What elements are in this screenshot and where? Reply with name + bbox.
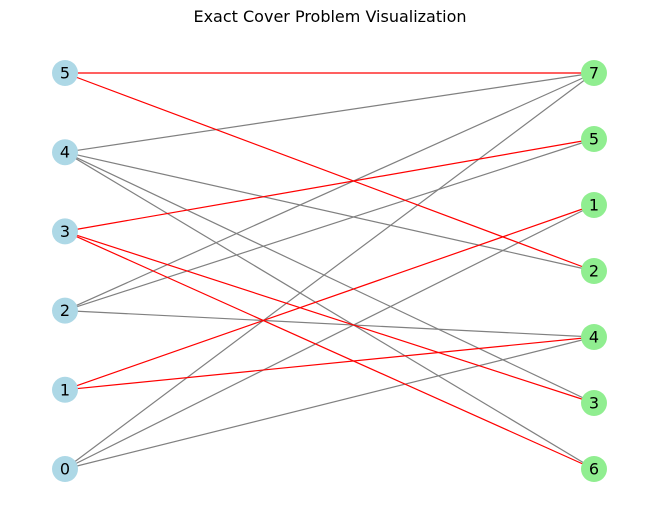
edge-0-to-4 bbox=[64, 336, 595, 470]
left-node-circle bbox=[52, 139, 78, 166]
edge-4-to-2 bbox=[64, 151, 595, 272]
edge-3-to-6-highlighted bbox=[64, 230, 595, 470]
edge-4-to-3 bbox=[64, 151, 595, 404]
edge-1-to-1-highlighted bbox=[64, 204, 595, 391]
edge-4-to-6 bbox=[64, 151, 595, 470]
edges-layer bbox=[64, 72, 595, 470]
edge-5-to-2-highlighted bbox=[64, 72, 595, 272]
right-node-7: 7 bbox=[581, 60, 607, 86]
left-node-label: 3 bbox=[60, 222, 70, 241]
left-node-2: 2 bbox=[52, 297, 78, 324]
edge-0-to-1 bbox=[64, 204, 595, 470]
right-node-circle bbox=[581, 390, 607, 416]
right-node-label: 7 bbox=[589, 64, 599, 83]
nodes-layer: 5 4 3 2 1 0 7 5 1 2 4 3 6 bbox=[52, 60, 607, 482]
right-node-circle bbox=[581, 456, 607, 482]
chart-title: Exact Cover Problem Visualization bbox=[193, 7, 467, 26]
right-node-5: 5 bbox=[581, 126, 607, 152]
right-node-3: 3 bbox=[581, 390, 607, 416]
left-node-0: 0 bbox=[52, 456, 78, 482]
right-node-6: 6 bbox=[581, 456, 607, 482]
right-node-2: 2 bbox=[581, 258, 607, 284]
right-node-circle bbox=[581, 192, 607, 218]
edge-4-to-7 bbox=[64, 72, 595, 153]
edge-3-to-5-highlighted bbox=[64, 138, 595, 232]
edge-0-to-7 bbox=[64, 72, 595, 470]
right-node-label: 3 bbox=[589, 394, 599, 413]
right-node-label: 1 bbox=[589, 196, 599, 215]
right-node-circle bbox=[581, 126, 607, 152]
left-node-circle bbox=[52, 376, 78, 403]
right-node-1: 1 bbox=[581, 192, 607, 218]
edge-1-to-4-highlighted bbox=[64, 336, 595, 391]
left-node-label: 2 bbox=[60, 301, 70, 320]
edge-2-to-4 bbox=[64, 310, 595, 338]
right-node-circle bbox=[581, 258, 607, 284]
right-node-4: 4 bbox=[581, 324, 607, 350]
left-node-circle bbox=[52, 218, 78, 245]
left-node-1: 1 bbox=[52, 376, 78, 403]
left-node-circle bbox=[52, 297, 78, 324]
left-node-circle bbox=[52, 456, 78, 482]
left-node-label: 4 bbox=[60, 143, 70, 162]
right-node-label: 6 bbox=[589, 460, 599, 479]
edge-2-to-5 bbox=[64, 138, 595, 312]
right-node-label: 4 bbox=[589, 328, 599, 347]
left-node-4: 4 bbox=[52, 139, 78, 166]
right-node-circle bbox=[581, 324, 607, 350]
left-node-circle bbox=[52, 60, 78, 86]
right-node-circle bbox=[581, 60, 607, 86]
left-node-label: 5 bbox=[60, 64, 70, 83]
left-node-label: 1 bbox=[60, 380, 70, 399]
left-node-5: 5 bbox=[52, 60, 78, 86]
left-node-label: 0 bbox=[60, 460, 70, 479]
edge-2-to-7 bbox=[64, 72, 595, 312]
right-node-label: 2 bbox=[589, 262, 599, 281]
right-node-label: 5 bbox=[589, 130, 599, 149]
left-node-3: 3 bbox=[52, 218, 78, 245]
edge-3-to-3-highlighted bbox=[64, 230, 595, 404]
